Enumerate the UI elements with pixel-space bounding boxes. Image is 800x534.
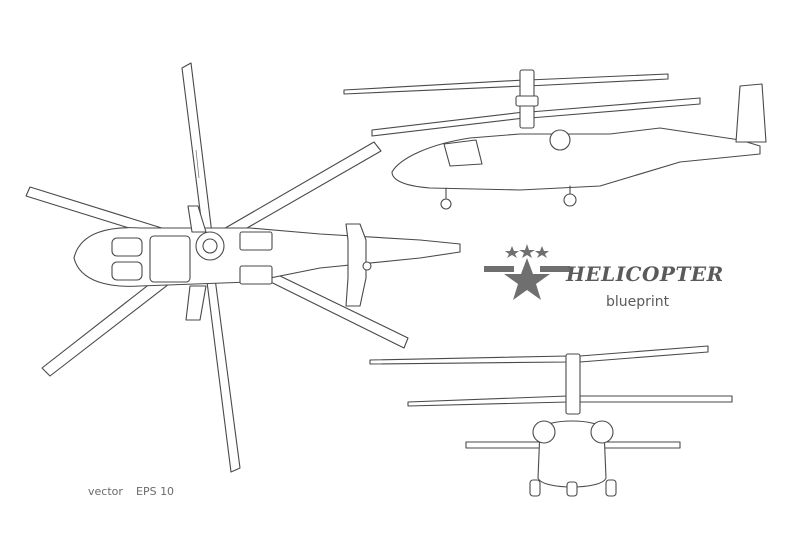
- front-view-fuselage: [465, 420, 681, 497]
- side-view-rotors: [343, 69, 701, 137]
- top-view-fuselage: [73, 205, 461, 321]
- page-title: HELICOPTER: [566, 262, 724, 286]
- footer-vector-label: vector: [88, 485, 123, 498]
- front-view-rotors: [369, 345, 733, 415]
- footer-eps-label: EPS 10: [136, 485, 175, 498]
- page-subtitle: blueprint: [606, 294, 670, 310]
- side-view-fuselage: [391, 83, 767, 210]
